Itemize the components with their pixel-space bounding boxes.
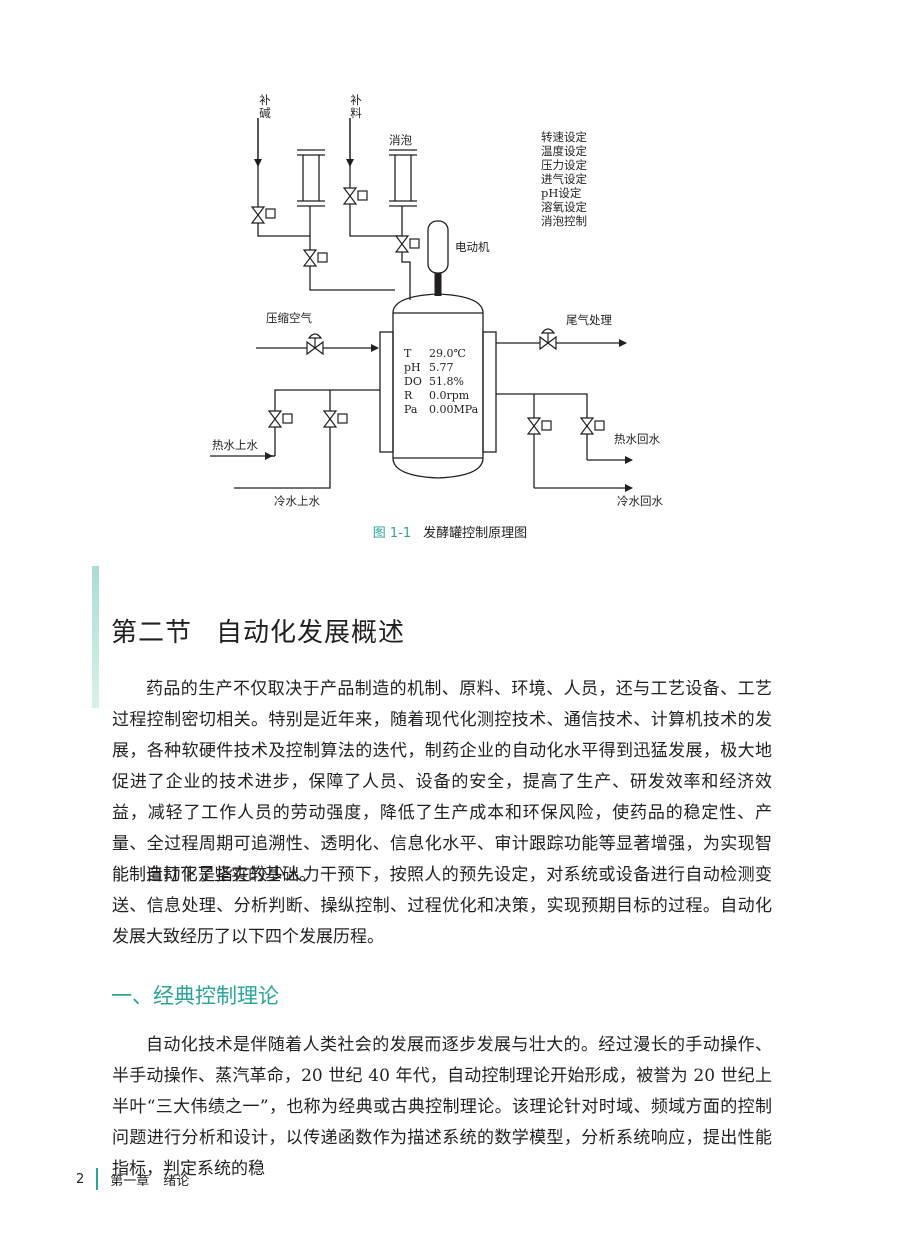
paragraph-3: 自动化技术是伴随着人类社会的发展而逐步发展与壮大的。经过漫长的手动操作、半手动操… xyxy=(112,1035,772,1179)
setting-2: 压力设定 xyxy=(541,158,587,172)
valve-material xyxy=(342,187,368,205)
setting-4: pH设定 xyxy=(541,186,582,200)
label-hot-out: 热水回水 xyxy=(614,432,660,446)
page-footer: 2 第一章 绪论 xyxy=(76,1168,189,1190)
valve-antifoam xyxy=(394,235,420,253)
readout-val-1: 5.77 xyxy=(429,361,454,374)
label-antifoam: 消泡 xyxy=(389,133,412,147)
valve-hot-in xyxy=(267,410,293,428)
valve-alkali xyxy=(250,206,276,224)
left-water-manifold xyxy=(274,389,380,456)
setting-0: 转速设定 xyxy=(541,130,587,144)
label-material: 补料 xyxy=(350,93,362,120)
paragraph-2: 自动化是指在较少人力干预下，按照人的预先设定，对系统或设备进行自动检测变送、信息… xyxy=(112,865,772,947)
valve-air xyxy=(306,333,324,356)
valve-cold-in xyxy=(322,410,348,428)
chapter-number: 第一章 xyxy=(110,1173,150,1189)
readout-key-4: Pa xyxy=(404,403,418,416)
valve-hot-out xyxy=(579,417,605,435)
setting-6: 消泡控制 xyxy=(541,214,587,228)
alkali-column xyxy=(297,149,325,236)
readout-val-4: 0.00MPa xyxy=(429,403,479,416)
label-exhaust: 尾气处理 xyxy=(566,313,612,327)
motor xyxy=(427,220,449,274)
antifoam-column xyxy=(389,149,417,236)
section-title: 第二节自动化发展概述 xyxy=(111,612,405,649)
label-alkali-1: 补碱 xyxy=(259,93,271,120)
label-compressed-air: 压缩空气 xyxy=(266,311,312,325)
fermenter-control-diagram: 补碱 补料 消泡 电动机 压缩空气 尾气处理 热水上水 冷水上水 热水回水 冷水… xyxy=(210,93,663,508)
setting-5: 溶氧设定 xyxy=(541,200,587,214)
label-cold-in: 冷水上水 xyxy=(274,494,320,508)
footer-divider xyxy=(96,1168,99,1190)
subsection-title: 一、经典控制理论 xyxy=(111,984,279,1008)
paragraph-1: 药品的生产不仅取决于产品制造的机制、原料、环境、人员，还与工艺设备、工艺过程控制… xyxy=(112,679,772,885)
setting-1: 温度设定 xyxy=(541,144,587,158)
valve-alkali-main xyxy=(302,249,328,267)
label-motor: 电动机 xyxy=(455,240,490,254)
left-jacket xyxy=(379,331,394,453)
valve-exhaust xyxy=(539,328,557,351)
valve-cold-out xyxy=(526,417,552,435)
readout-val-3: 0.0rpm xyxy=(429,389,470,402)
alkali-feed-pipe xyxy=(257,118,395,291)
chapter-title: 绪论 xyxy=(163,1173,190,1189)
readout-val-2: 51.8% xyxy=(429,375,464,388)
right-jacket xyxy=(482,331,497,453)
readout-key-2: DO xyxy=(404,375,422,388)
figure-caption: 图 1-1 发酵罐控制原理图 xyxy=(0,522,900,541)
label-cold-out: 冷水回水 xyxy=(617,494,663,508)
readout-key-3: R xyxy=(404,389,413,402)
section-heading: 自动化发展概述 xyxy=(216,618,406,648)
readout-val-0: 29.0℃ xyxy=(429,347,466,360)
readout-key-0: T xyxy=(404,347,412,360)
figure-caption-text: 发酵罐控制原理图 xyxy=(423,526,528,541)
readout-key-1: pH xyxy=(404,361,421,374)
figure-number: 图 1-1 xyxy=(372,526,412,541)
setting-3: 进气设定 xyxy=(541,172,587,186)
page-number: 2 xyxy=(76,1171,85,1187)
section-accent-bar xyxy=(92,566,99,708)
right-water-manifold xyxy=(496,393,588,460)
label-hot-in: 热水上水 xyxy=(212,438,258,452)
section-number: 第二节 xyxy=(111,618,193,648)
